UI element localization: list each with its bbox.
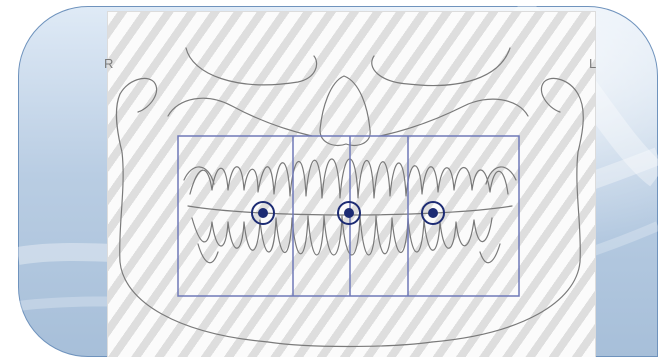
left-condyle [541,78,578,112]
left-ramus [432,94,583,342]
nasal-outline [320,76,370,145]
mandible-border [268,342,432,347]
skull-and-guides [108,12,595,357]
right-condyle [120,78,157,112]
maxilla-contour-left [380,99,528,136]
center-incisor-target[interactable] [338,202,360,224]
left-orbit-outline [372,48,510,86]
upper-teeth [190,159,508,198]
maxilla-contour [168,98,312,136]
right-orbit-outline [186,48,317,85]
